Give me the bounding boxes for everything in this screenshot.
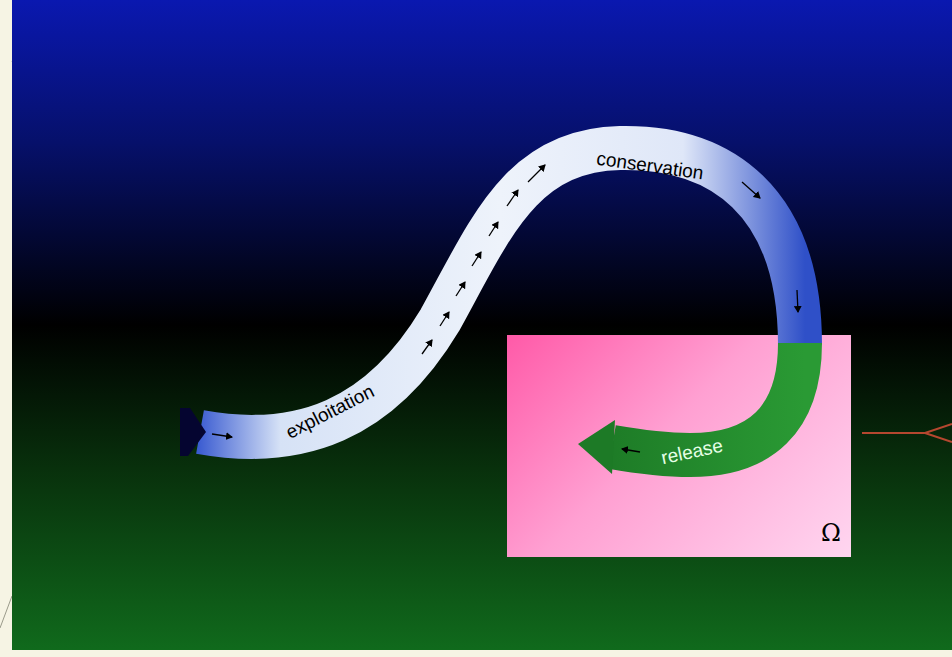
- frame-line: [0, 596, 12, 628]
- phase-symbol: Ω: [821, 521, 841, 545]
- band-blue: [200, 148, 800, 437]
- release-arrowhead: [578, 420, 615, 474]
- tail-notch: [180, 408, 206, 456]
- flow-arrows: [212, 165, 798, 452]
- leader-line: [862, 424, 952, 442]
